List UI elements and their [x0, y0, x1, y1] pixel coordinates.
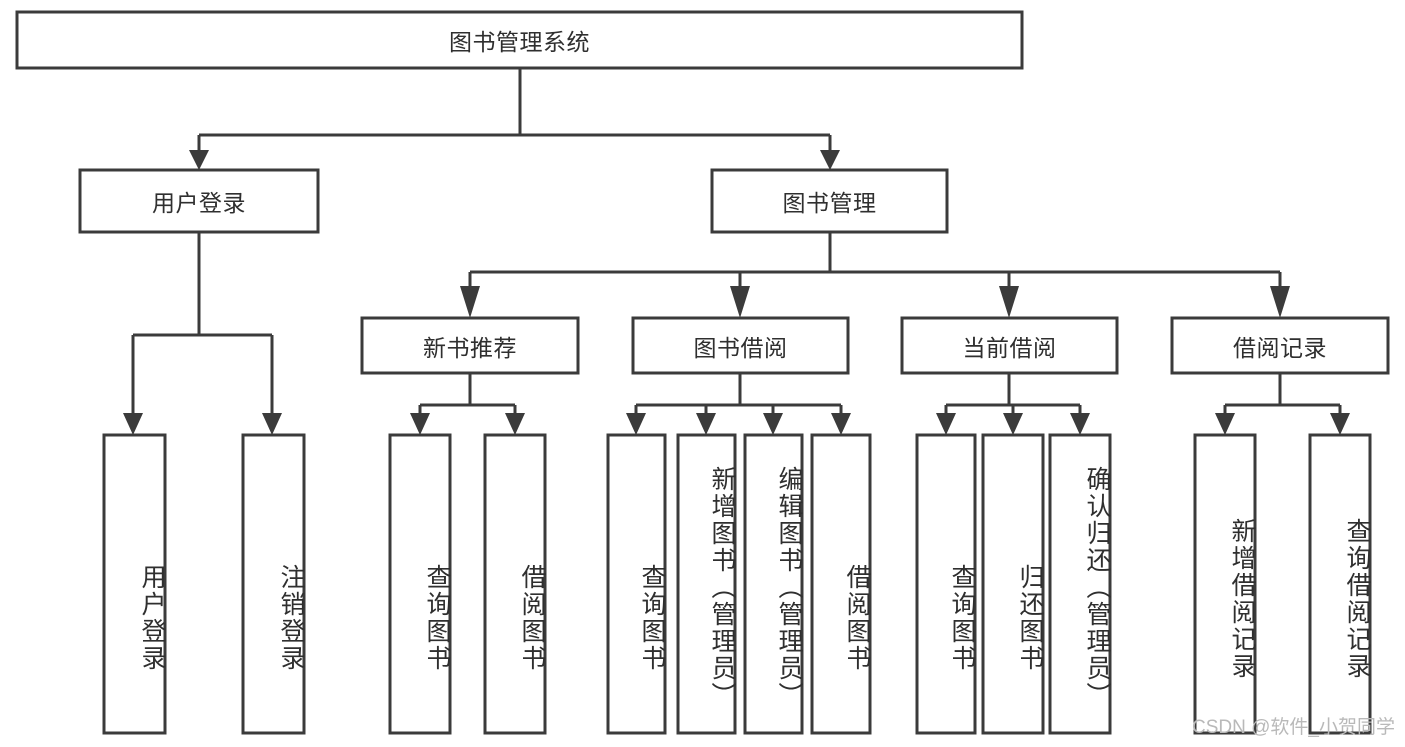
connector-group-book-manage [460, 232, 1290, 318]
node-box-new-book-rec[interactable] [360, 316, 580, 375]
node-box-book-borrow[interactable] [631, 316, 850, 375]
arrowhead-leaf-return-book [1003, 413, 1023, 435]
arrowhead-leaf-confirm-return [1070, 413, 1090, 435]
node-box-leaf-add-record[interactable] [1193, 433, 1257, 735]
node-box-leaf-query-book-2[interactable] [606, 433, 667, 735]
node-label-leaf-query-book-3: 查询图书 [948, 563, 976, 672]
node-box-leaf-add-book[interactable] [676, 433, 737, 735]
arrowhead-new-book-rec [460, 286, 480, 318]
arrowhead-leaf-query-book-2 [626, 413, 646, 435]
node-label-new-book-rec: 新书推荐 [423, 334, 517, 361]
arrowhead-current-borrow [999, 286, 1019, 318]
node-label-leaf-query-book-1: 查询图书 [423, 563, 451, 672]
node-label-leaf-query-record: 查询借阅记录 [1343, 518, 1371, 680]
node-box-user-login[interactable] [78, 168, 320, 234]
node-box-root[interactable] [15, 10, 1024, 70]
arrowhead-leaf-borrow-book-1 [505, 413, 525, 435]
node-box-book-manage[interactable] [710, 168, 949, 234]
connector-group-current-borrow [936, 373, 1090, 435]
node-label-leaf-edit-book: 编辑图书（管理员） [775, 465, 803, 709]
node-label-user-login: 用户登录 [152, 190, 246, 216]
connector-group-new-book-rec [410, 373, 525, 435]
node-label-leaf-add-record: 新增借阅记录 [1228, 518, 1256, 680]
connector-group-user-login [123, 232, 282, 435]
node-label-book-manage: 图书管理 [782, 190, 877, 216]
arrowhead-user-login [189, 150, 209, 170]
node-label-root: 图书管理系统 [449, 29, 590, 55]
csdn-watermark: CSDN @软件_小贺同学 [1192, 717, 1395, 738]
node-label-leaf-borrow-book-2: 借阅图书 [843, 563, 871, 672]
arrowhead-leaf-borrow-book-2 [831, 413, 851, 435]
node-label-leaf-user-login: 用户登录 [138, 563, 166, 672]
connector-group-borrow-record [1215, 373, 1350, 435]
node-box-leaf-query-book-3[interactable] [915, 433, 977, 735]
arrowhead-leaf-edit-book [763, 413, 783, 435]
connector-group-book-borrow [626, 373, 851, 435]
arrowhead-leaf-add-book [696, 413, 716, 435]
node-box-leaf-logout[interactable] [241, 433, 306, 735]
connector-group-root [189, 68, 840, 170]
node-label-current-borrow: 当前借阅 [962, 334, 1057, 361]
node-box-borrow-record[interactable] [1170, 316, 1390, 375]
node-box-current-borrow[interactable] [900, 316, 1119, 375]
node-box-leaf-edit-book[interactable] [743, 433, 804, 735]
arrowhead-leaf-add-record [1215, 413, 1235, 435]
node-label-borrow-record: 借阅记录 [1233, 334, 1327, 361]
arrowhead-leaf-user-login [123, 413, 143, 435]
node-label-leaf-return-book: 归还图书 [1016, 563, 1044, 672]
arrowhead-leaf-query-book-3 [936, 413, 956, 435]
arrowhead-leaf-query-record [1330, 413, 1350, 435]
node-label-leaf-query-book-2: 查询图书 [638, 563, 666, 672]
node-label-book-borrow: 图书借阅 [693, 334, 788, 361]
node-label-leaf-add-book: 新增图书（管理员） [708, 465, 736, 709]
node-box-leaf-borrow-book-1[interactable] [483, 433, 547, 735]
node-label-leaf-logout: 注销登录 [277, 563, 305, 672]
node-box-leaf-confirm-return[interactable] [1048, 433, 1112, 735]
arrowhead-borrow-record [1270, 286, 1290, 318]
node-label-leaf-confirm-return: 确认归还（管理员） [1083, 465, 1111, 709]
arrowhead-book-manage [820, 150, 840, 170]
node-box-leaf-return-book[interactable] [981, 433, 1045, 735]
arrowhead-leaf-logout [262, 413, 282, 435]
arrowhead-book-borrow [730, 286, 750, 318]
arrowhead-leaf-query-book-1 [410, 413, 430, 435]
node-box-leaf-user-login[interactable] [102, 433, 167, 735]
node-box-leaf-query-record[interactable] [1308, 433, 1372, 735]
node-box-leaf-borrow-book-2[interactable] [810, 433, 872, 735]
node-box-leaf-query-book-1[interactable] [388, 433, 452, 735]
node-label-leaf-borrow-book-1: 借阅图书 [518, 563, 546, 672]
